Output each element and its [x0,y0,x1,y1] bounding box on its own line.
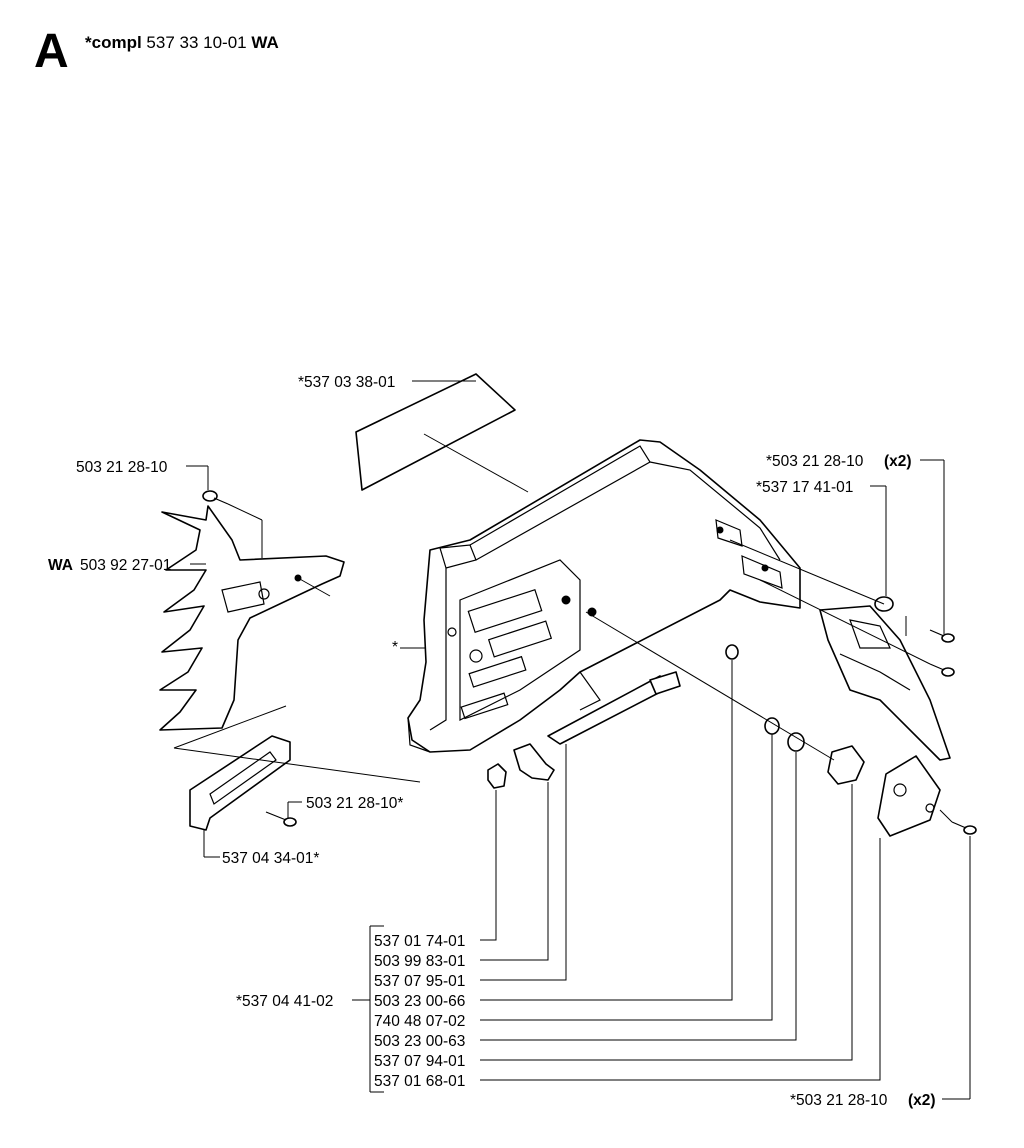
bumper-spike-part [159,505,345,731]
parts-list-item: 537 01 68-01 [374,1073,465,1090]
section-letter: A [34,25,69,78]
screw-bottom-left [265,811,297,827]
compl-suffix: WA [251,33,279,52]
label-screw-right-bottom-qty: (x2) [908,1092,936,1109]
parts-list-item: 503 23 00-66 [374,993,465,1010]
screw-right-bottom [951,821,977,835]
assembly-header: *compl 537 33 10-01 WA [85,33,279,53]
parts-list-item: 503 99 83-01 [374,953,465,970]
chain-guard-part [729,539,951,761]
decal-part [355,373,529,493]
label-screw-right-top-qty: (x2) [884,453,912,470]
compl-label: *compl [85,33,142,52]
parts-list-item: 537 07 95-01 [374,973,465,990]
parts-list-item: 740 48 07-02 [374,1013,465,1030]
parts-list-item: 537 07 94-01 [374,1053,465,1070]
tensioner-parts [487,611,953,837]
label-screw-left-top: 503 21 28-10 [76,459,168,476]
label-screw-right-top: *503 21 28-10 [766,453,864,470]
label-guard-right: *537 17 41-01 [756,479,853,496]
parts-list-leaders [480,660,881,1081]
guide-plate-part [173,705,421,831]
chain-cover-part [407,439,801,753]
label-group: *537 04 41-02 [236,993,333,1010]
label-screw-bottom-left: 503 21 28-10* [306,795,403,812]
label-spike-number: 503 92 27-01 [80,557,171,574]
compl-number: 537 33 10-01 [146,33,247,52]
label-cover-star: * [392,639,398,656]
label-spike-prefix: WA [48,557,73,574]
label-decal: *537 03 38-01 [298,374,395,391]
screws-right-top [929,629,955,677]
parts-list-item: 503 23 00-63 [374,1033,465,1050]
screw-left-top [202,490,263,558]
label-screw-right-bottom: *503 21 28-10 [790,1092,888,1109]
parts-list-item: 537 01 74-01 [374,933,465,950]
label-plate: 537 04 34-01* [222,850,319,867]
